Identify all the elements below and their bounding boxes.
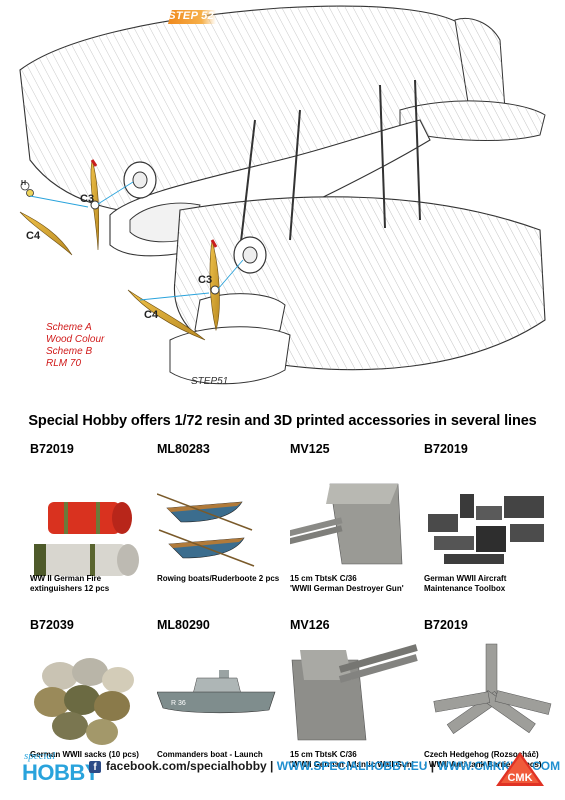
caption-line: extinguishers 12 pcs bbox=[30, 584, 110, 593]
facebook-icon[interactable]: f bbox=[89, 761, 101, 773]
accessories-headline: Special Hobby offers 1/72 resin and 3D p… bbox=[28, 413, 537, 429]
product-code: ML80290 bbox=[157, 618, 210, 632]
step-52-badge: STEP 52 bbox=[168, 10, 216, 24]
facebook-link[interactable]: facebook.com/specialhobby bbox=[106, 759, 267, 773]
caption-line: Rowing boats/Ruderboote 2 pcs bbox=[157, 574, 280, 583]
destroyer-gun-image bbox=[290, 483, 403, 565]
product-caption: 15 cm TbtsK C/36 'WWII German Destroyer … bbox=[290, 574, 425, 594]
boat-hull-number: R 36 bbox=[171, 700, 186, 707]
atlantic-wall-gun-image bbox=[291, 644, 418, 741]
separator: | bbox=[266, 759, 277, 773]
caption-line: - WWII Anti-tank Barrier (4 pcs) bbox=[424, 760, 542, 769]
specialhobby-link[interactable]: WWW.SPECIALHOBBY.EU bbox=[276, 759, 428, 773]
callout-h: H bbox=[21, 180, 27, 187]
product-code: B72039 bbox=[30, 618, 74, 632]
callout-c3-lower: C3 bbox=[198, 274, 213, 286]
product-caption: German WWII Aircraft Maintenance Toolbox bbox=[424, 574, 559, 594]
caption-line: 'WWII German Destroyer Gun' bbox=[290, 584, 404, 593]
step-52-label: STEP 52 bbox=[168, 10, 214, 22]
commanders-boat-image: R 36 bbox=[157, 670, 276, 714]
czech-hedgehog-image bbox=[433, 643, 552, 734]
cmk-logo[interactable]: CMK bbox=[494, 750, 546, 792]
product-code: MV125 bbox=[290, 442, 330, 456]
product-caption: Czech Hedgehog (Rozsocháč) - WWII Anti-t… bbox=[424, 750, 559, 770]
footer-links: facebook.com/specialhobby | WWW.SPECIALH… bbox=[106, 759, 560, 773]
logo-text-top: special bbox=[24, 750, 56, 762]
assembly-drawing: STEP 52 C3 C4 C3 C4 H Scheme A Wood Colo… bbox=[0, 0, 565, 395]
product-caption: 15 cm TbtsK C/36 'WWII German Atlantic W… bbox=[290, 750, 425, 770]
product-caption: WW II German Fire extinguishers 12 pcs bbox=[30, 574, 165, 594]
product-caption: Commanders boat - Launch bbox=[157, 750, 292, 760]
product-code: MV126 bbox=[290, 618, 330, 632]
product-code: B72019 bbox=[424, 618, 468, 632]
caption-line: Maintenance Toolbox bbox=[424, 584, 506, 593]
toolbox-image bbox=[428, 494, 544, 564]
scheme-a-label: Scheme A bbox=[46, 322, 92, 333]
separator: | bbox=[427, 759, 438, 773]
product-code: ML80283 bbox=[157, 442, 210, 456]
callout-c3-upper: C3 bbox=[80, 193, 95, 205]
callout-c4-lower: C4 bbox=[144, 309, 159, 321]
caption-line: Czech Hedgehog (Rozsocháč) bbox=[424, 750, 539, 759]
scheme-a-colour: Wood Colour bbox=[46, 334, 105, 345]
cmk-logo-text: CMK bbox=[507, 772, 532, 784]
footer: special HOBBY f facebook.com/specialhobb… bbox=[0, 748, 565, 800]
product-caption: Rowing boats/Ruderboote 2 pcs bbox=[157, 574, 292, 584]
callout-c4-upper: C4 bbox=[26, 230, 41, 242]
color-scheme-notes: Scheme A Wood Colour Scheme B RLM 70 bbox=[46, 322, 104, 370]
logo-text-bottom: HOBBY bbox=[22, 760, 99, 785]
biplane-drawing bbox=[19, 5, 546, 385]
caption-line: 'WWII German Atlantic Wall Gun' bbox=[290, 760, 414, 769]
caption-line: 15 cm TbtsK C/36 bbox=[290, 750, 357, 759]
product-code: B72019 bbox=[424, 442, 468, 456]
special-hobby-logo[interactable]: special HOBBY bbox=[22, 748, 99, 796]
sacks-image bbox=[34, 658, 134, 745]
caption-line: WW II German Fire bbox=[30, 574, 102, 583]
caption-line: 15 cm TbtsK C/36 bbox=[290, 574, 357, 583]
step-51-label: STEP51 bbox=[191, 376, 229, 387]
product-code: B72019 bbox=[30, 442, 74, 456]
caption-line: German WWII Aircraft bbox=[424, 574, 507, 583]
rowing-boats-image bbox=[157, 493, 255, 567]
scheme-b-colour: RLM 70 bbox=[46, 358, 82, 369]
product-caption: German WWII sacks (10 pcs) bbox=[30, 750, 165, 760]
fire-extinguisher-image bbox=[34, 502, 139, 576]
caption-line: German WWII sacks (10 pcs) bbox=[30, 750, 139, 759]
caption-line: Commanders boat - Launch bbox=[157, 750, 263, 759]
scheme-b-label: Scheme B bbox=[46, 346, 93, 357]
